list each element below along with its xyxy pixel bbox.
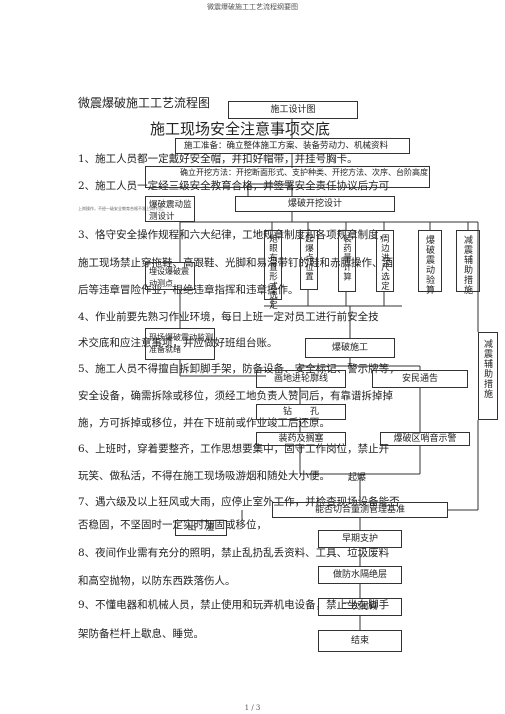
- safety-line-9b: 架防备栏杆上歇息、睡觉。: [78, 628, 204, 640]
- page-header: 微震爆破施工工艺流程纲要图: [207, 3, 298, 11]
- section-heading: 施工现场安全注意事项交底: [150, 120, 331, 138]
- safety-line-7: 7、遇六级及以上狂风或大雨，应停止室外工作，并检查现场设备能否: [78, 496, 400, 508]
- flow-fire: 起爆: [348, 473, 367, 483]
- flow-col-advance: 周边进尺选定: [376, 230, 394, 292]
- flow-muck: 出 渣: [175, 520, 227, 536]
- flow-prep: 施工准备：确立整体施工方案、装备劳动力、机械资料: [175, 138, 410, 154]
- safety-line-5c: 施，方可拆掉或移位，并在下班前或作业竣工后还原。: [78, 417, 330, 429]
- flow-monitor-ready: 现场爆破震动监测准备就绪: [145, 328, 215, 360]
- flow-col-hole-layout: 炮眼布置形式选定: [264, 230, 282, 310]
- safety-line-2: 2、施工人员一定经三级安全教育合格，并签署安全责任协议后方可: [78, 180, 390, 192]
- flow-col-initiation: 起爆点位置: [300, 230, 318, 290]
- flow-col-charge-calc: 装药量计算: [338, 230, 356, 292]
- flow-side-damping: 减震辅助措施: [478, 332, 498, 420]
- safety-line-4b: 术交底和应注意事项，并应做好班组台账。: [78, 337, 278, 349]
- safety-line-3b: 施工现场禁止穿拖鞋、高跟鞋、光脚和易滑带钉的鞋和赤膊操作、酒: [78, 257, 393, 269]
- flow-charge: 装药及搁塞: [256, 432, 346, 446]
- safety-line-6: 6、上班时，穿着要整齐，工作思想要集中，固守工作岗位，禁止开: [78, 443, 390, 455]
- flow-method: 确立开挖方法：开挖断面形式、支护种类、开挖方法、次序、台阶高度: [145, 166, 430, 188]
- flow-alarm: 爆破区哨音示警: [380, 432, 470, 446]
- safety-line-7b: 否稳固，不坚固时一定实时加固或移位，: [78, 519, 267, 531]
- safety-line-3: 3、恪守安全操作规程和六大纪律，工地规章制度和各项规章制度，: [78, 229, 390, 241]
- page-number: 1 / 3: [244, 704, 261, 712]
- flow-col-damping: 减震辅助措施: [456, 230, 480, 295]
- safety-line-8: 8、夜间作业需有充分的照明，禁止乱扔乱丢资料、工具、垃圾废料: [78, 547, 390, 559]
- flow-drill: 钻 孔: [256, 404, 346, 420]
- flow-blast-construction: 爆破施工: [305, 338, 395, 358]
- flow-monitor-design: 爆破震动监测设计: [145, 196, 195, 222]
- flow-support: 早期支护: [318, 530, 402, 548]
- flow-outline: 画地进轮廓线: [256, 370, 346, 388]
- safety-line-1: 1、施工人员都一定戴好安全帽，并扣好帽带，并挂号胸卡。: [78, 153, 358, 165]
- flow-lining: 二次衬砌: [318, 598, 402, 616]
- flow-design: 施工设计图: [228, 101, 358, 119]
- flow-check: 能否切合量测管理基准: [272, 502, 448, 518]
- safety-line-2-cont: 上岗操作，不经一级安全教育合格不准上岗作业。: [78, 206, 166, 211]
- safety-line-8b: 和高空抛物，以防东西跌落伤人。: [78, 575, 236, 587]
- flow-monitor-points: 埋设爆破震动测点: [145, 262, 195, 290]
- safety-line-5b: 安全设备，确需拆除或移位，须经工地负责人赞同后，有靠谱拆掉掉: [78, 390, 393, 402]
- flow-notice: 安民通告: [372, 370, 468, 388]
- flow-end: 结束: [318, 630, 402, 652]
- flow-waterproof: 做防水隔绝层: [318, 566, 402, 584]
- safety-line-4: 4、作业前要先熟习作业环境，每日上班一定对员工进行前安全技: [78, 311, 379, 323]
- figure-title: 微震爆破施工工艺流程图: [78, 96, 211, 110]
- flow-blast-design: 爆破开挖设计: [235, 196, 395, 212]
- safety-line-5: 5、施工人员不得擅自拆卸脚手架，防备设备、安全标记、警示牌等，: [78, 363, 400, 375]
- safety-line-3c: 后等违章冒险作业，根绝违章指挥和违章操作。: [78, 284, 299, 296]
- safety-line-6b: 玩笑、做私活，不得在施工现场吸游烟和随处大小便。: [78, 470, 330, 482]
- flow-col-vibration-check: 爆破震动验算: [418, 230, 442, 295]
- safety-line-9: 9、不懂电器和机械人员，禁止使用和玩弄机电设备，禁止坐在脚手: [78, 599, 390, 611]
